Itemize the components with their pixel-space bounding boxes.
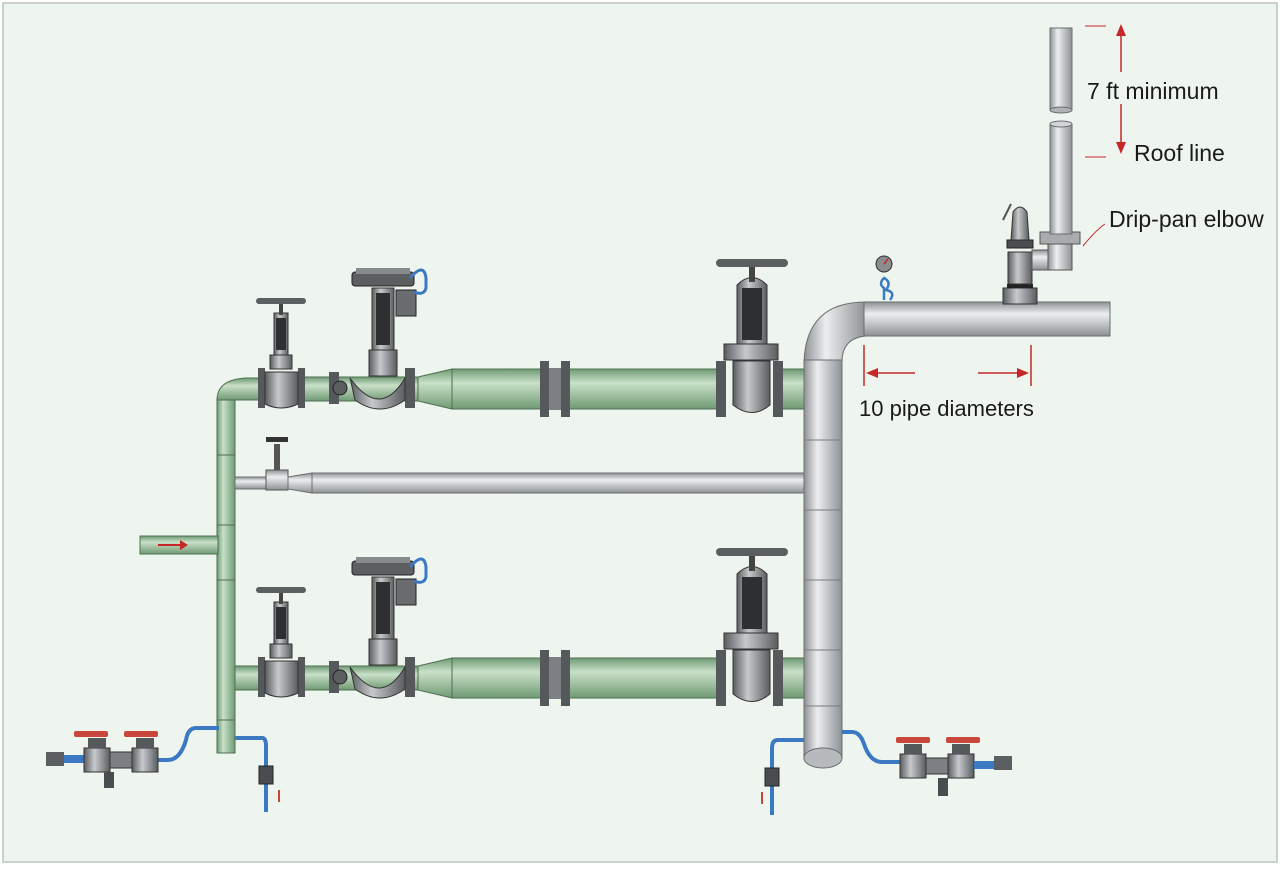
upper-inlet-isolation-valve xyxy=(256,298,306,409)
pressure-gauge-icon xyxy=(875,255,894,301)
diaphragm-actuator-icon xyxy=(351,557,415,576)
drip-pan-elbow xyxy=(1039,231,1081,271)
lower-flanged-strainer xyxy=(540,650,570,706)
left-drain-assembly xyxy=(46,726,280,812)
flow-direction-arrow-icon xyxy=(158,540,188,550)
lower-control-valve xyxy=(329,557,428,699)
straight-run-label: 10 pipe diameters xyxy=(859,396,1034,421)
drip-pan-elbow-label: Drip-pan elbow xyxy=(1109,206,1264,232)
inlet-header xyxy=(216,377,263,754)
stack-height-label: 7 ft minimum xyxy=(1087,78,1219,104)
upper-reducing-line xyxy=(256,259,805,417)
middle-bypass-line xyxy=(234,437,805,494)
right-drain-assembly xyxy=(761,730,1012,815)
backflow-preventer-icon xyxy=(46,731,159,788)
roof-line-label: Roof line xyxy=(1134,140,1225,166)
inlet-pipe xyxy=(139,535,219,555)
handwheel-icon xyxy=(266,437,288,442)
handwheel-icon xyxy=(256,298,306,304)
straight-run-dimension xyxy=(863,345,1032,386)
bypass-globe-valve xyxy=(266,437,288,470)
upper-control-valve xyxy=(329,268,428,410)
lower-outlet-gate-valve xyxy=(716,548,788,706)
handwheel-icon xyxy=(256,587,306,593)
stack-height-dimension xyxy=(1085,24,1126,158)
outlet-header xyxy=(803,301,1111,769)
upper-flanged-strainer xyxy=(540,361,570,417)
handwheel-icon xyxy=(716,259,788,267)
handwheel-icon xyxy=(716,548,788,556)
lower-reducing-line xyxy=(234,548,805,706)
elbow-leader-line xyxy=(1082,223,1106,247)
upper-outlet-gate-valve xyxy=(716,259,788,417)
vent-stack xyxy=(1049,27,1073,235)
lower-inlet-isolation-valve xyxy=(256,587,306,698)
backflow-preventer-icon xyxy=(896,737,1012,796)
diaphragm-actuator-icon xyxy=(351,268,415,287)
